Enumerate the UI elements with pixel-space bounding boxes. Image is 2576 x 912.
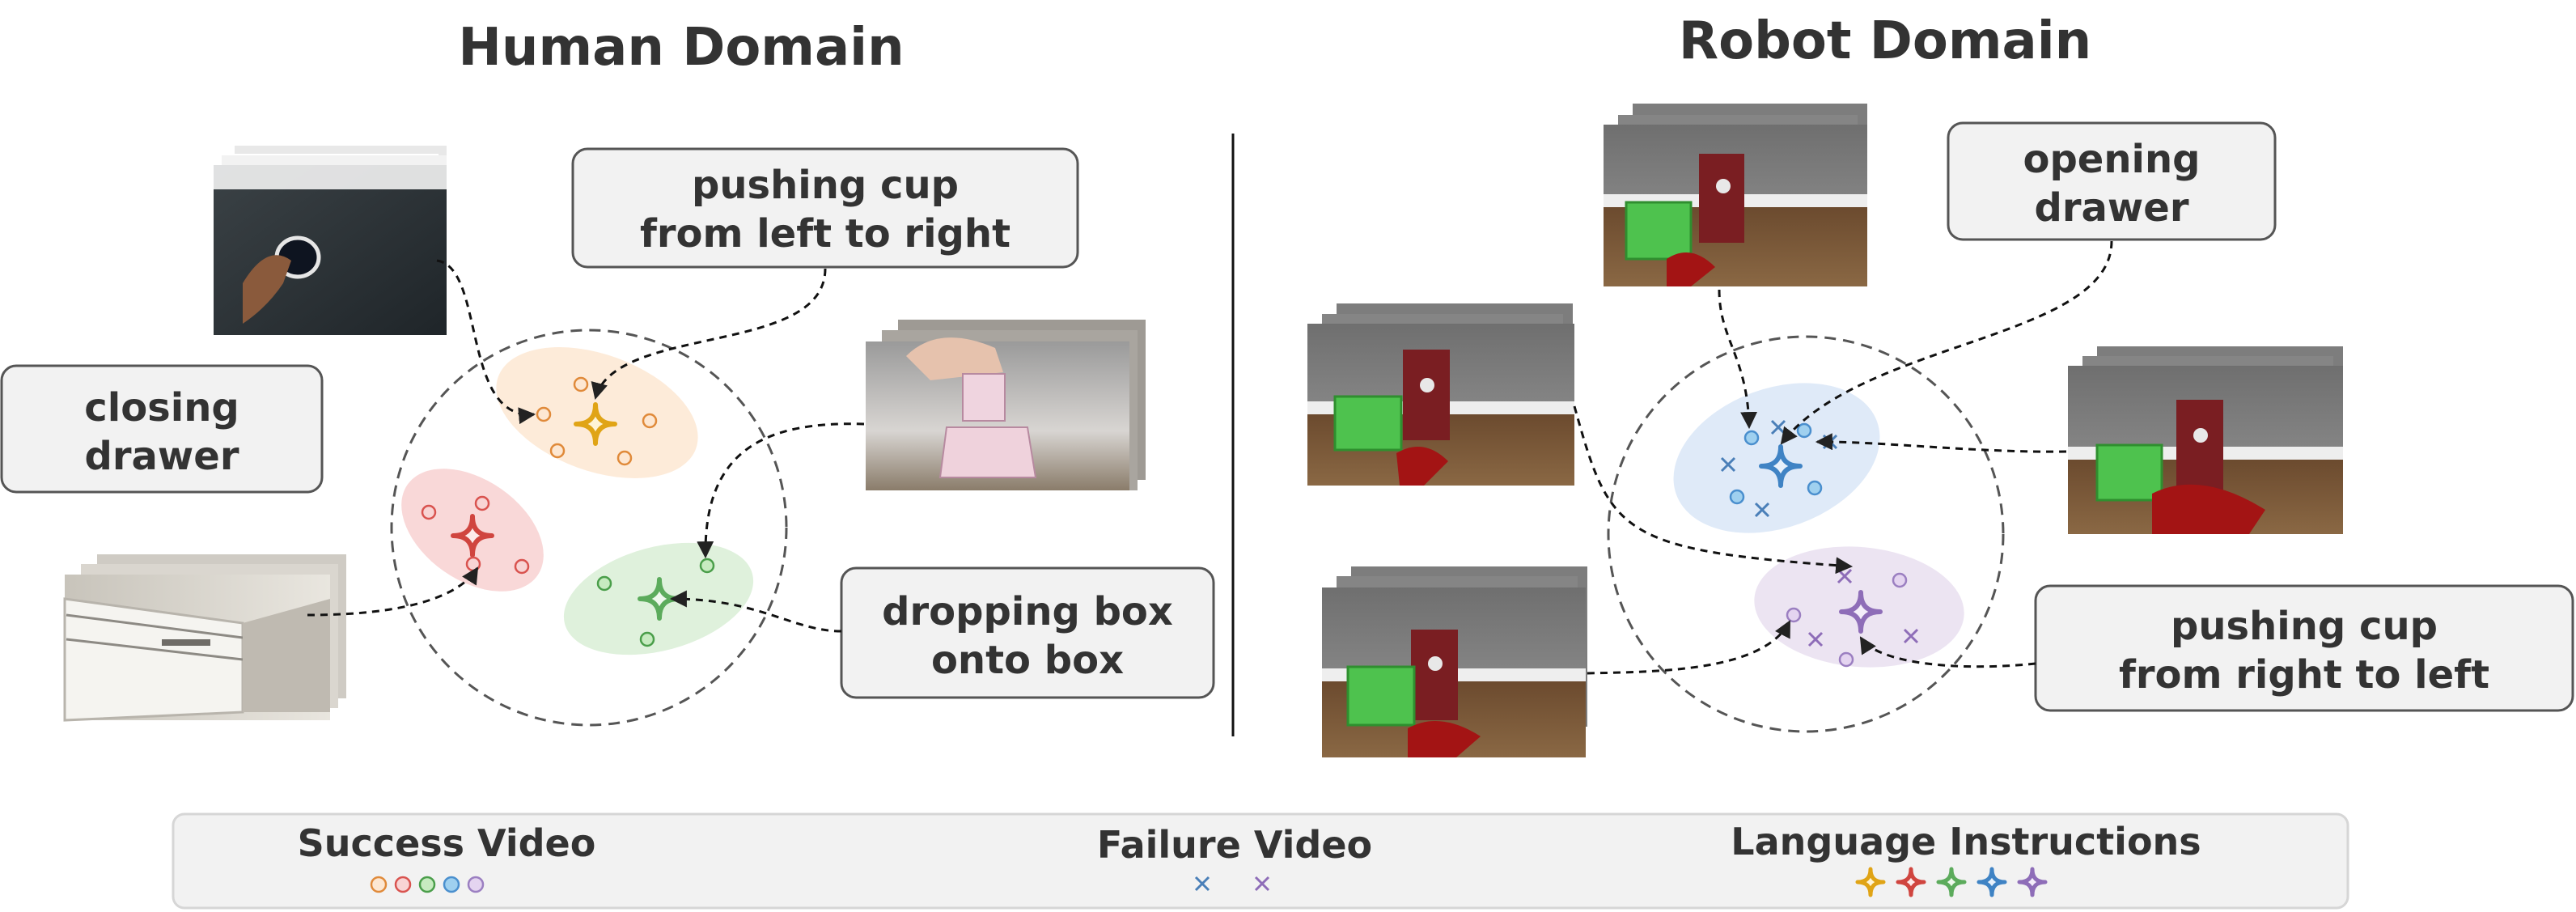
svg-text:from right to left: from right to left <box>2119 652 2489 698</box>
success-point <box>536 406 552 422</box>
legend-panel <box>172 812 2349 910</box>
svg-text:from left to right: from left to right <box>640 211 1010 257</box>
human-video-cup-on-counter <box>214 146 447 335</box>
legend-purple-star <box>2017 867 2048 897</box>
human-domain-title: Human Domain <box>458 18 904 78</box>
legend-blue-cross <box>1194 876 1210 892</box>
svg-text:onto box: onto box <box>931 638 1124 683</box>
legend-green-dot <box>418 876 436 893</box>
success-point <box>1892 572 1908 588</box>
success-point <box>1786 607 1802 623</box>
success-point <box>1743 430 1760 446</box>
human-space-boundary <box>390 329 788 727</box>
robot-space-boundary <box>1607 335 2005 733</box>
success-point <box>1807 480 1823 496</box>
legend-red-dot <box>394 876 412 893</box>
robot-video-right <box>2068 346 2343 534</box>
svg-text:pushing cup: pushing cup <box>692 163 959 208</box>
label-robot-open: opening drawer <box>1947 121 2277 241</box>
success-point <box>474 495 490 511</box>
legend-red-star <box>1896 867 1926 897</box>
success-point <box>616 450 633 466</box>
label-human-push: pushing cup from left to right <box>571 147 1079 269</box>
legend-purple-cross <box>1254 876 1270 892</box>
robot-domain-title: Robot Domain <box>1679 11 2091 71</box>
success-point <box>639 631 655 647</box>
arrow-robot-right-video <box>1815 433 2067 453</box>
success-point <box>1796 422 1812 439</box>
arrow-robot-left-video <box>1573 405 1854 575</box>
legend-language-label: Language Instructions <box>1731 820 2201 863</box>
arrow-robot-top-video <box>1718 289 1758 430</box>
robot-purple-instruction-icon <box>1839 590 1883 634</box>
arrow-robot-bottom-video <box>1587 620 1791 675</box>
svg-text:dropping box: dropping box <box>882 589 1173 634</box>
human-orange-instruction-icon <box>574 402 617 446</box>
legend-failure-label: Failure Video <box>1097 823 1372 867</box>
legend-purple-dot <box>467 876 485 893</box>
arrow-push-rtl-label <box>1859 636 2036 668</box>
label-human-close: closing drawer <box>0 364 324 494</box>
legend-failure-markers <box>1194 876 1270 892</box>
success-point <box>699 558 715 574</box>
robot-video-left <box>1307 303 1574 486</box>
legend-success-markers <box>370 876 485 893</box>
success-point <box>421 504 437 520</box>
robot-embedding-space <box>1607 335 2005 733</box>
arrow-push-label <box>591 268 827 401</box>
success-point <box>514 558 530 575</box>
arrow-box-video <box>697 422 865 559</box>
legend-language-markers <box>1855 867 2048 897</box>
arrow-drop-label <box>669 590 842 633</box>
legend-blue-star <box>1976 867 2007 897</box>
svg-text:opening: opening <box>2023 137 2200 182</box>
legend-orange-dot <box>370 876 388 893</box>
legend: Success Video Failure Video Language Ins… <box>172 812 2349 910</box>
arrow-open-label <box>1780 240 2113 445</box>
human-red-instruction-icon <box>451 514 494 558</box>
success-point <box>642 413 658 429</box>
success-point <box>596 575 612 592</box>
human-video-box-drop <box>866 320 1146 490</box>
arrow-cup-video <box>436 259 536 425</box>
svg-text:closing: closing <box>84 385 239 431</box>
svg-text:pushing cup: pushing cup <box>2171 604 2438 649</box>
human-embedding-space <box>390 329 788 727</box>
arrows <box>307 240 2113 675</box>
legend-success-label: Success Video <box>298 821 596 865</box>
success-point <box>573 376 589 392</box>
human-video-drawer <box>63 554 346 722</box>
human-green-instruction-icon <box>638 577 681 621</box>
legend-orange-star <box>1855 867 1886 897</box>
robot-video-top <box>1604 104 1867 286</box>
success-point <box>1729 489 1745 505</box>
label-human-drop: dropping box onto box <box>840 566 1215 699</box>
legend-blue-dot <box>443 876 460 893</box>
svg-text:drawer: drawer <box>85 434 239 479</box>
svg-text:drawer: drawer <box>2035 185 2189 231</box>
label-robot-push: pushing cup from right to left <box>2034 584 2574 712</box>
robot-blue-instruction-icon <box>1759 444 1803 488</box>
robot-video-bottom <box>1322 566 1587 757</box>
success-point <box>549 443 566 459</box>
success-point <box>1838 651 1854 668</box>
legend-green-star <box>1936 867 1967 897</box>
